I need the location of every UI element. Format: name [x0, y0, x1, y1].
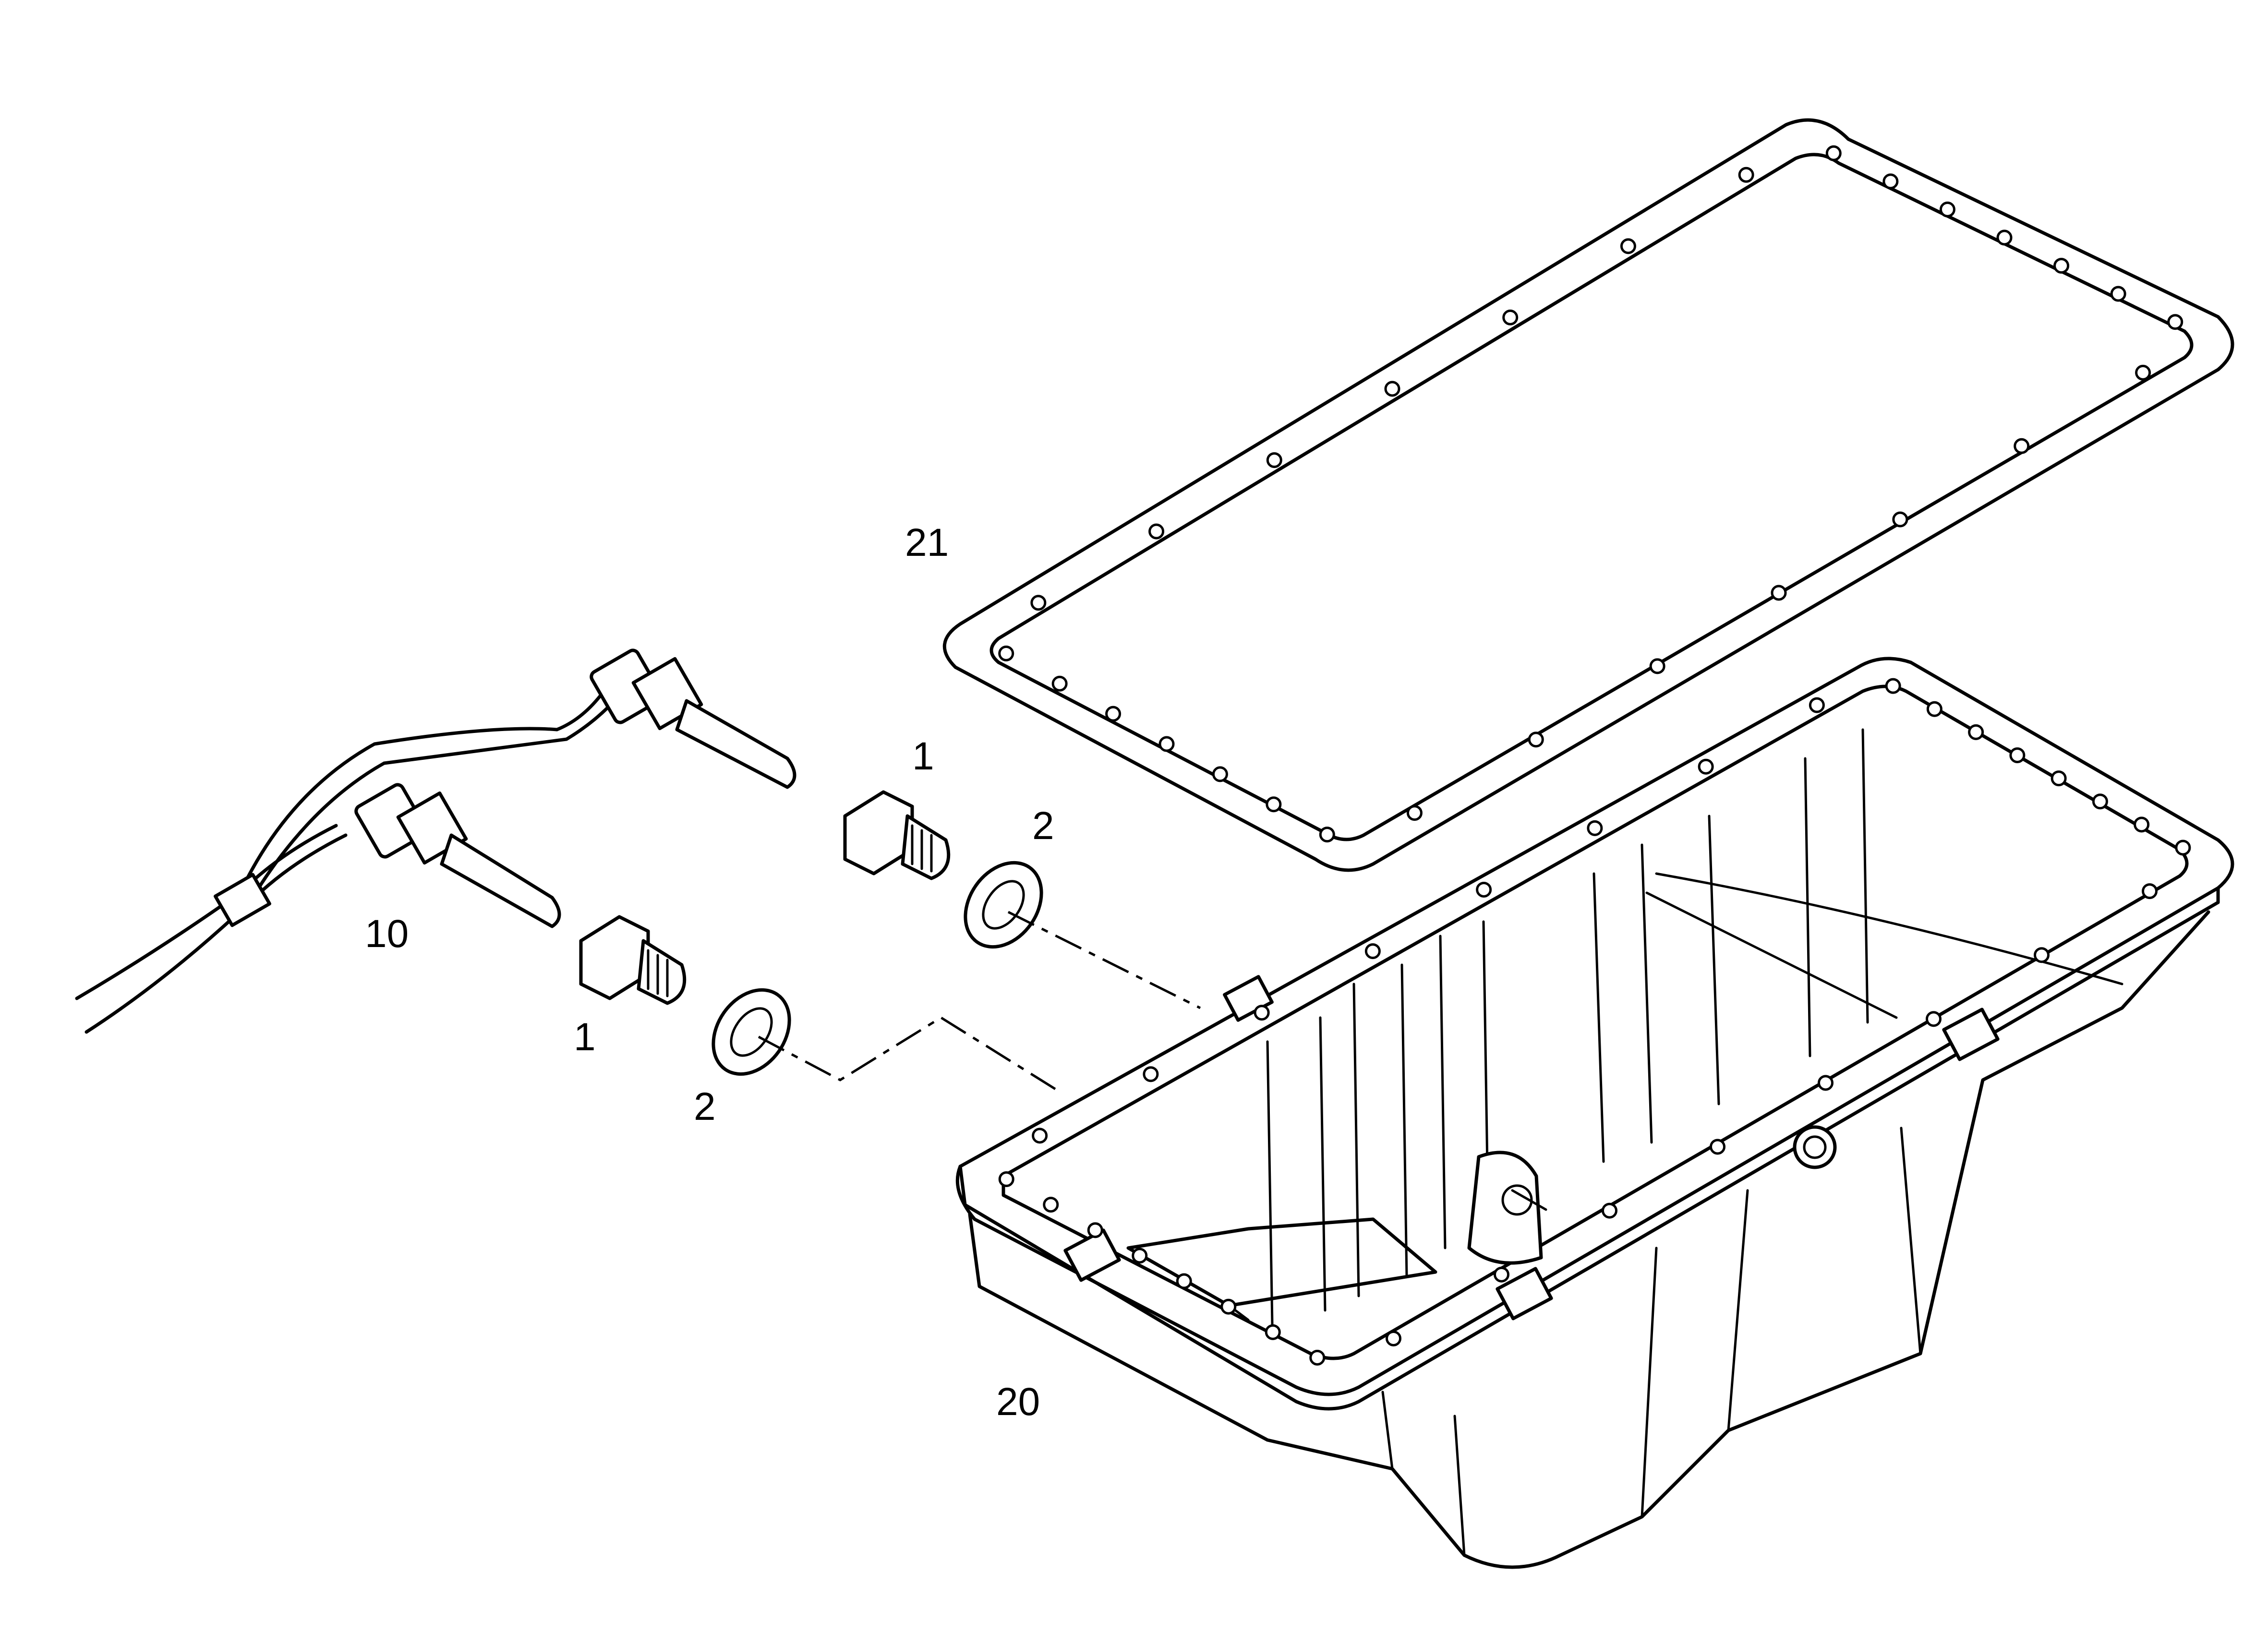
- bolt-hole: [998, 1171, 1014, 1188]
- bolt-hole: [1882, 173, 1899, 190]
- bolt-hole: [1319, 827, 1335, 843]
- sealing-ring-upper: [964, 861, 1043, 949]
- callout-2-lower: 2: [694, 1085, 716, 1128]
- bolt-hole: [1698, 758, 1714, 775]
- pan-bolt-holes: [998, 678, 2191, 1366]
- bolt-hole: [1771, 585, 1787, 601]
- bolt-hole: [2142, 883, 2158, 900]
- callout-1-lower: 1: [574, 1015, 596, 1059]
- bolt-hole: [1051, 675, 1068, 692]
- bolt-hole: [2110, 286, 2126, 302]
- bolt-hole: [1386, 1330, 1401, 1346]
- bolt-hole: [2092, 793, 2108, 810]
- bolt-hole: [1809, 697, 1825, 713]
- bolt-hole: [998, 645, 1014, 661]
- bolt-hole: [1266, 452, 1282, 468]
- callout-10: 10: [365, 912, 409, 956]
- bolt-hole: [1528, 732, 1544, 748]
- bolt-hole: [1265, 1324, 1281, 1340]
- bolt-hole: [1818, 1075, 1834, 1091]
- bolt-hole: [2053, 258, 2070, 274]
- bolt-hole: [1738, 167, 1754, 183]
- oil-level-sensor-harness: [75, 648, 796, 1034]
- bolt-hole: [1926, 1011, 1942, 1027]
- oil-pan-gasket: [942, 118, 2234, 872]
- oil-pan: [955, 657, 2234, 1569]
- bolt-hole: [1309, 1349, 1326, 1366]
- bolt-hole: [1996, 229, 2013, 246]
- bolt-hole: [2051, 770, 2067, 787]
- bolt-hole: [1364, 943, 1381, 960]
- bolt-hole: [1143, 1066, 1159, 1082]
- bolt-hole: [1220, 1298, 1237, 1315]
- drain-plug-lower: [579, 915, 687, 1005]
- bolt-hole: [1602, 1202, 1617, 1219]
- callout-20: 20: [996, 1380, 1040, 1424]
- sensor-lower: [354, 783, 561, 928]
- bolt-hole: [1968, 724, 1984, 740]
- bolt-hole: [1087, 1222, 1103, 1238]
- bolt-hole: [1158, 736, 1175, 752]
- bolt-hole: [1406, 805, 1423, 821]
- bolt-hole: [2134, 816, 2150, 833]
- bolt-hole: [1620, 238, 1636, 254]
- callout-2-upper: 2: [1032, 804, 1054, 848]
- bolt-hole: [1254, 1005, 1270, 1021]
- callout-1-upper: 1: [912, 734, 934, 778]
- callout-21: 21: [905, 521, 949, 564]
- bolt-hole: [2014, 438, 2030, 454]
- bolt-hole: [1132, 1248, 1148, 1264]
- bolt-hole: [1032, 1128, 1048, 1144]
- assembly-line-upper: [1007, 911, 1201, 1009]
- drain-plug-upper: [843, 790, 951, 880]
- bolt-hole: [2175, 840, 2191, 856]
- bolt-hole: [1885, 678, 1901, 694]
- bolt-hole: [1043, 1197, 1059, 1213]
- bolt-hole: [1148, 523, 1165, 540]
- assembly-line-lower: [758, 1016, 1057, 1091]
- bolt-hole: [2034, 947, 2050, 963]
- sensor-upper: [590, 648, 796, 789]
- bolt-hole: [1939, 201, 1955, 217]
- bolt-hole: [1587, 820, 1603, 836]
- bolt-hole: [1825, 145, 1842, 161]
- bolt-hole: [1266, 796, 1282, 813]
- bolt-hole: [2135, 364, 2151, 381]
- assembly-line-boss: [1511, 1189, 1547, 1211]
- bolt-hole: [2009, 747, 2026, 763]
- bolt-hole: [1502, 309, 1519, 325]
- bolt-hole: [1476, 881, 1492, 898]
- bolt-hole: [1030, 595, 1047, 611]
- gasket-bolt-holes: [998, 145, 2184, 843]
- bolt-hole: [1892, 511, 1908, 528]
- bolt-hole: [1212, 766, 1228, 782]
- bolt-hole: [1649, 658, 1665, 674]
- bolt-hole: [1176, 1273, 1192, 1289]
- sealing-ring-lower: [712, 988, 791, 1076]
- bolt-hole: [1494, 1266, 1509, 1283]
- bolt-hole: [1105, 706, 1122, 722]
- bolt-hole: [1926, 701, 1942, 717]
- bolt-hole: [2167, 314, 2184, 330]
- bolt-hole: [1710, 1139, 1725, 1155]
- bolt-hole: [1384, 381, 1400, 397]
